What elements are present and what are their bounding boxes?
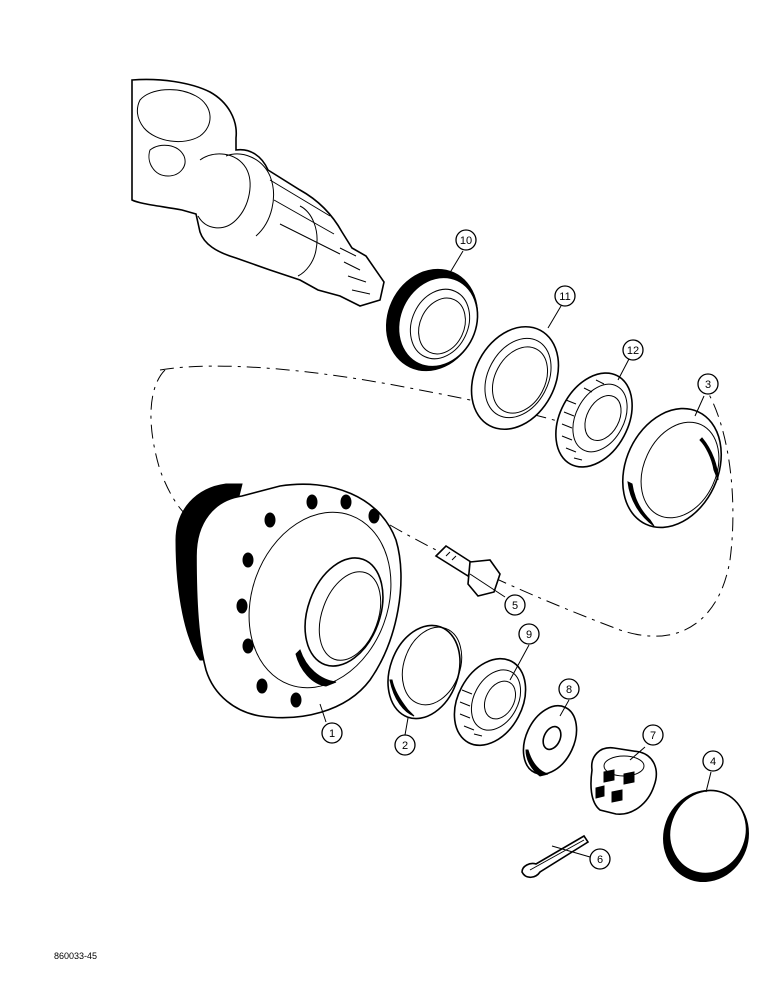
callout-2: 2 <box>394 734 416 756</box>
callout-label: 8 <box>566 684 572 696</box>
hub-bolt-holes <box>236 494 380 708</box>
part-bearing-cone-outer <box>453 657 527 747</box>
callout-label: 1 <box>329 728 335 740</box>
callout-7: 7 <box>642 724 664 746</box>
callout-11: 11 <box>554 285 576 307</box>
part-bearing-cup-outer <box>621 407 723 529</box>
callout-label: 3 <box>705 379 711 391</box>
part-seal <box>385 268 479 372</box>
part-bearing-cone-inner <box>555 372 633 468</box>
callout-label: 9 <box>526 629 532 641</box>
callout-label: 10 <box>460 235 472 247</box>
part-wheel-stud <box>434 544 501 597</box>
callout-label: 12 <box>627 345 639 357</box>
callout-label: 5 <box>512 600 518 612</box>
callout-label: 11 <box>559 291 570 303</box>
part-castle-nut <box>590 746 658 815</box>
callout-label: 4 <box>710 756 716 768</box>
callout-4: 4 <box>702 750 724 772</box>
callout-label: 2 <box>402 740 408 752</box>
part-washer <box>522 705 578 777</box>
axle-spindle <box>131 78 385 307</box>
part-dust-cap <box>663 789 749 883</box>
callout-10: 10 <box>455 229 477 251</box>
callout-12: 12 <box>622 339 644 361</box>
part-hub <box>175 483 402 719</box>
part-bearing-cup-inner <box>470 325 560 431</box>
callout-6: 6 <box>589 848 611 870</box>
callout-label: 6 <box>597 854 603 866</box>
callout-label: 7 <box>650 730 656 742</box>
callout-5: 5 <box>504 594 526 616</box>
leader-lines <box>319 250 712 858</box>
part-bearing-cup-hub <box>387 624 463 720</box>
figure-code: 860033-45 <box>54 951 98 961</box>
callout-9: 9 <box>518 623 540 645</box>
callout-1: 1 <box>321 722 343 744</box>
callout-3: 3 <box>697 373 719 395</box>
part-cotter-pin <box>521 834 590 879</box>
callout-8: 8 <box>558 678 580 700</box>
